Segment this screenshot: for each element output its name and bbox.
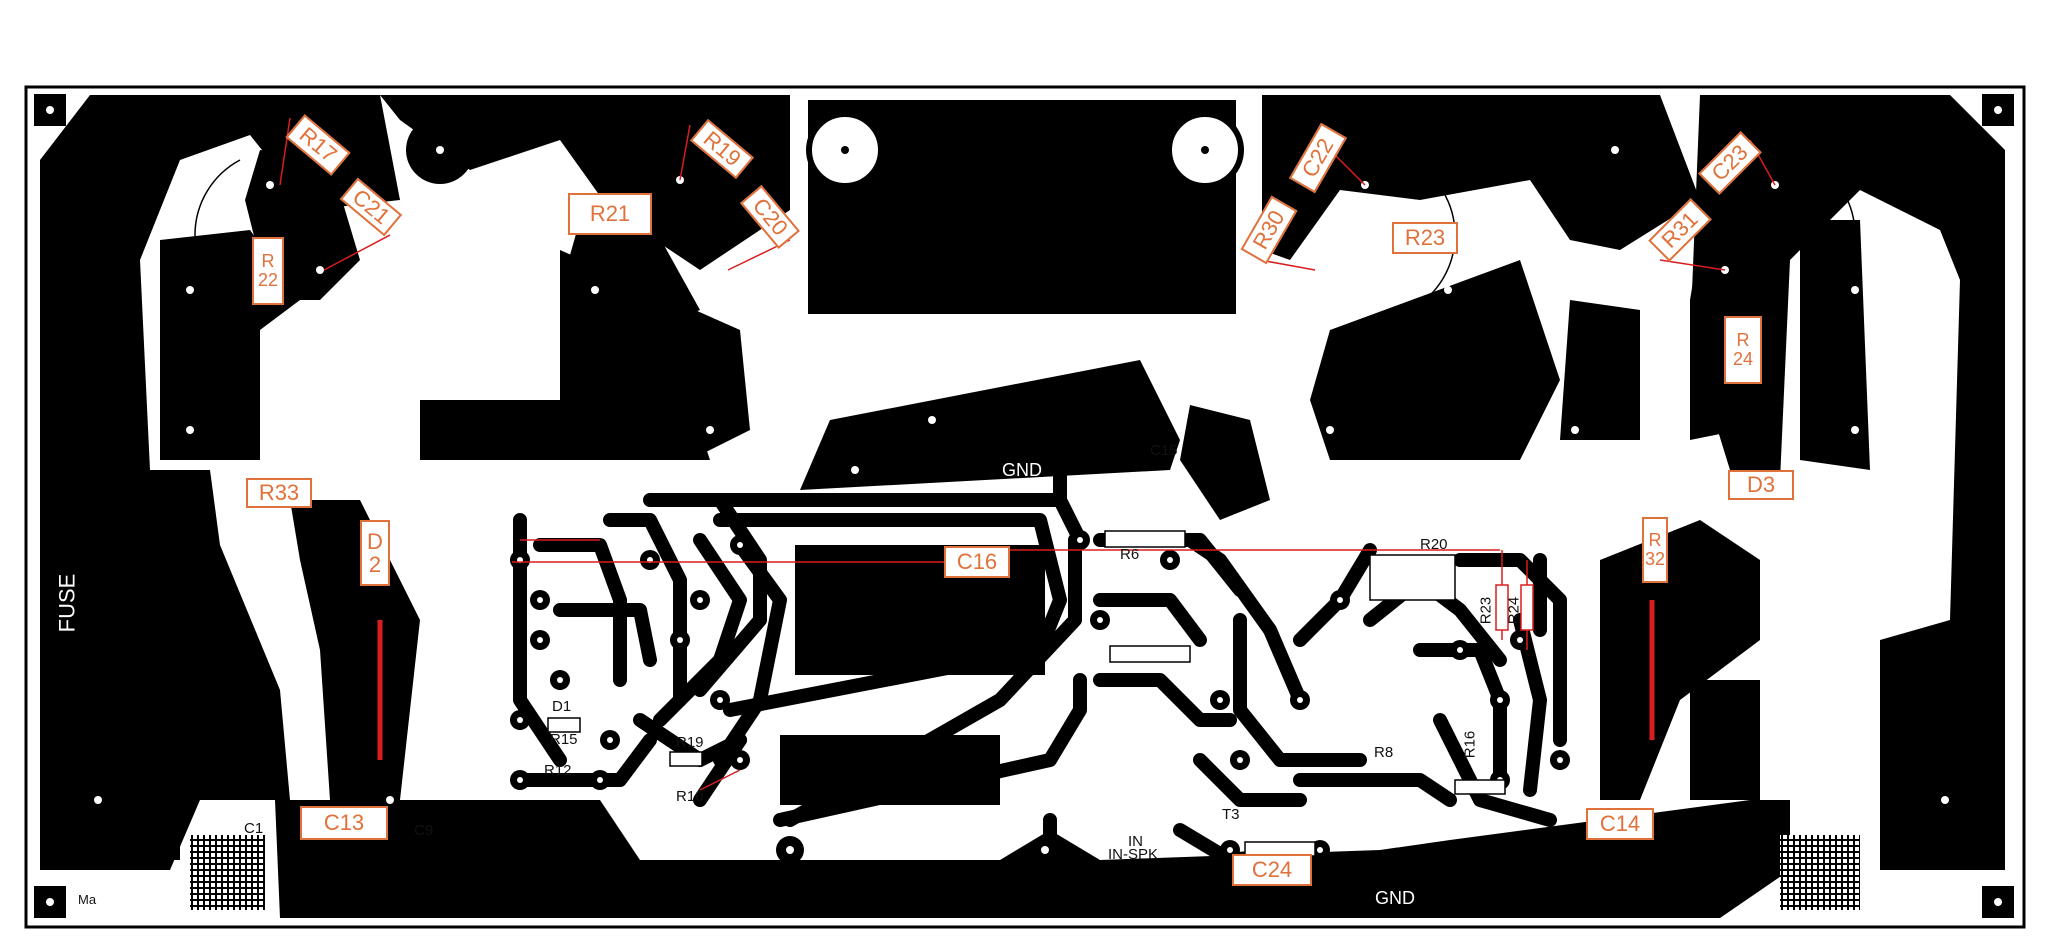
silk-d1: D1 (552, 698, 572, 715)
mount-pad-bottom-left (34, 886, 66, 918)
pad-holes (94, 176, 1949, 854)
component-outlines (547, 530, 1506, 857)
jumper-wires (279, 117, 1776, 791)
silk-r16: R16 (1461, 730, 1479, 759)
silk-c9: C9 (414, 822, 434, 839)
label-r24: R 24 (1724, 316, 1762, 384)
label-d2: D 2 (360, 520, 390, 586)
silk-r19: R19 (676, 734, 704, 751)
label-r23: R23 (1392, 222, 1458, 254)
label-r33: R33 (246, 478, 312, 508)
silk-c15: C15 (1150, 442, 1178, 459)
label-r22: R 22 (252, 237, 284, 305)
silk-r15: R15 (550, 731, 578, 748)
silk-r10: R10 (676, 788, 704, 805)
silk-c1: C1 (244, 820, 264, 837)
mount-pad-top-right (1982, 94, 2014, 126)
label-c14: C14 (1586, 808, 1654, 840)
silk-r20: R20 (1420, 536, 1448, 553)
gnd-label-bottom: GND (1375, 888, 1415, 908)
label-r32: R 32 (1642, 517, 1668, 583)
label-d3: D3 (1728, 470, 1794, 500)
mount-pad-bottom-right (1982, 886, 2014, 918)
silk-r24-vertical: R24 (1505, 596, 1523, 625)
hatch-left (190, 835, 265, 910)
label-c13: C13 (300, 806, 388, 840)
silk-in-spk: IN-SPK (1108, 846, 1159, 863)
mount-pad-top-left (34, 94, 66, 126)
label-c16: C16 (944, 546, 1010, 578)
silk-fuse-right: FUSE (1971, 573, 1997, 633)
mounting-holes (406, 111, 1649, 189)
silk-mark-left: Ma (78, 892, 97, 907)
silk-in: IN (1128, 833, 1143, 850)
resistor-r23-r24-bodies (1495, 584, 1534, 631)
silk-r12: R12 (544, 762, 572, 779)
hatch-right (1780, 835, 1860, 910)
label-r21: R21 (568, 193, 652, 235)
silk-r8: R8 (1374, 744, 1394, 761)
silk-r6: R6 (1120, 546, 1140, 563)
silk-fuse-left: FUSE (54, 573, 80, 633)
gnd-label-top: GND (1002, 460, 1042, 480)
label-c24: C24 (1232, 854, 1312, 886)
silk-t3: T3 (1222, 806, 1240, 823)
signal-traces (513, 463, 1567, 867)
silk-r23-vertical: R23 (1477, 596, 1495, 625)
